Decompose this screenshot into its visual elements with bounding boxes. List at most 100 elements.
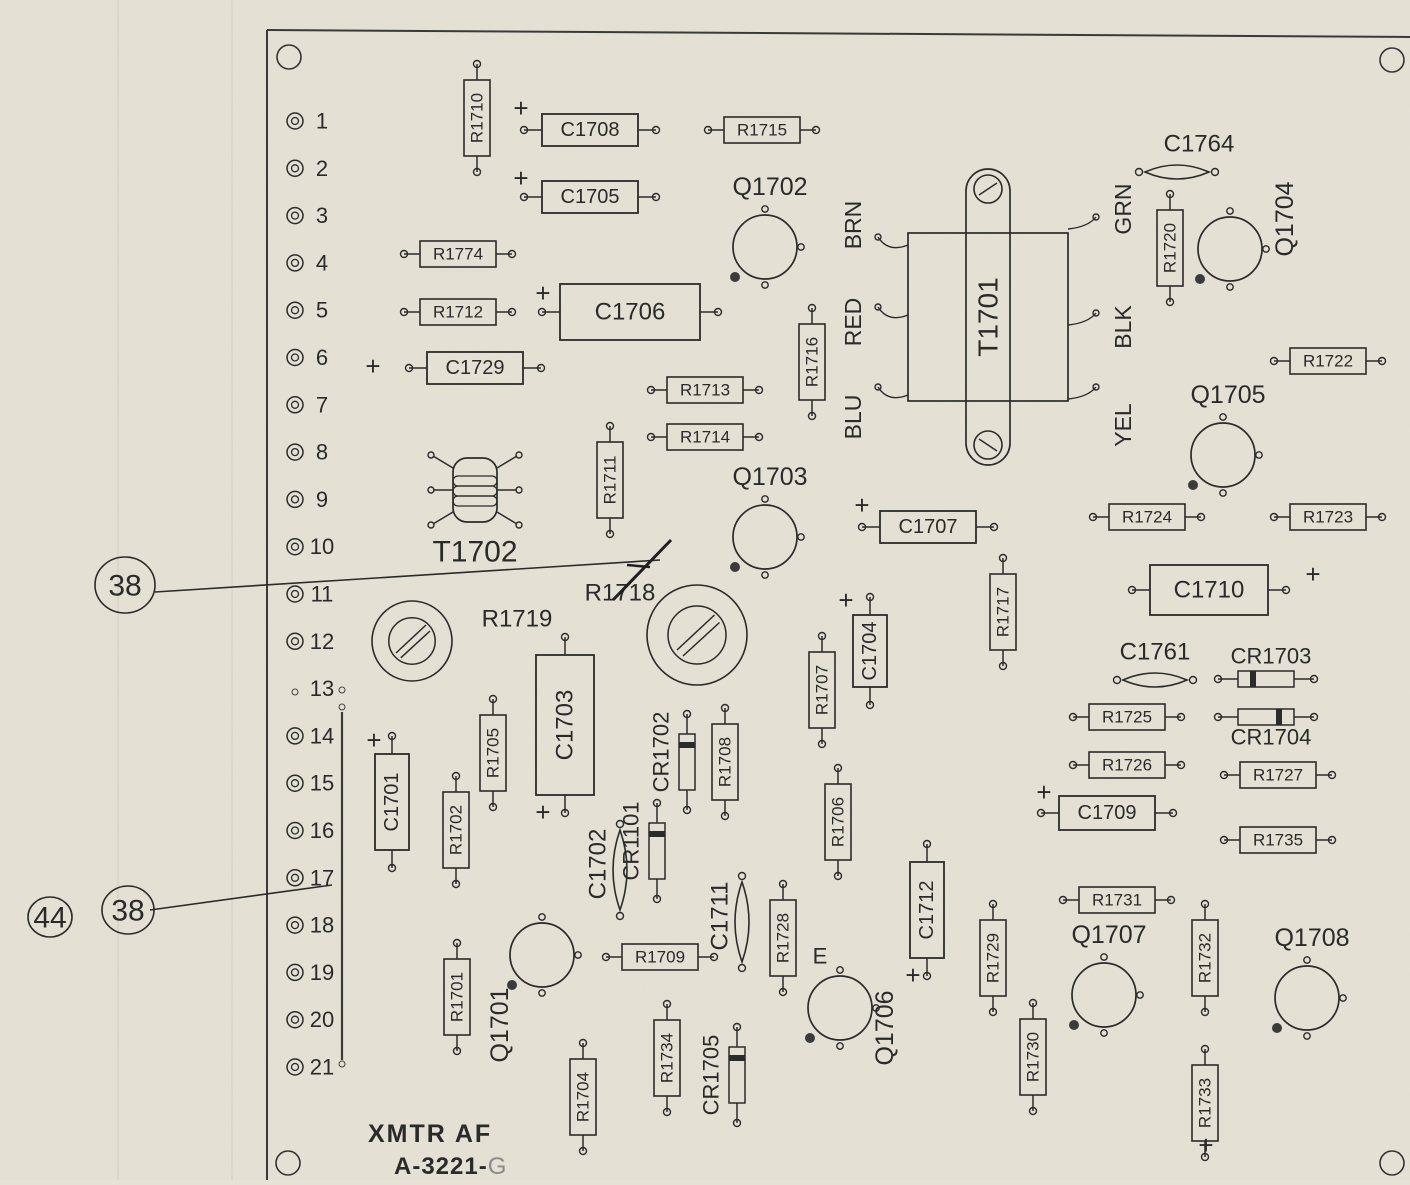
solder-pad	[651, 192, 661, 202]
capacitor-C1710-label: C1710	[1174, 577, 1245, 604]
resistor-R1724-body	[1108, 503, 1186, 531]
resistor-R1705-label: R1705	[484, 728, 503, 778]
solder-pad	[427, 451, 435, 459]
pot-knob	[388, 617, 436, 665]
resistor-R1713-label: R1713	[680, 381, 730, 400]
solder-pad	[652, 798, 662, 808]
resistor-R1717: R1717	[989, 553, 1017, 671]
solder-pad	[817, 739, 827, 749]
solder-pad	[515, 521, 523, 529]
capacitor-C1708: C1708	[519, 113, 661, 147]
solder-pad	[451, 879, 461, 889]
mounting-hole	[276, 44, 302, 70]
transistor-body	[1071, 962, 1137, 1028]
terminal-pad-inner	[290, 1062, 300, 1072]
terminal-20: 20	[286, 1007, 334, 1032]
transistor-body	[1190, 422, 1256, 488]
resistor-R1726: R1726	[1068, 751, 1186, 779]
transistor-label: Q1704	[1271, 181, 1299, 256]
terminal-8: 8	[286, 440, 328, 465]
screw-head	[973, 430, 1003, 460]
terminal-number: 13	[310, 676, 334, 701]
pad	[291, 688, 299, 696]
resistor-R1710-body	[463, 79, 491, 157]
terminal-number: 10	[310, 534, 334, 559]
solder-pad	[605, 529, 615, 539]
solder-pad	[811, 125, 821, 135]
solder-pad	[536, 363, 546, 373]
resistor-R1725-body	[1088, 703, 1166, 731]
callout-number: 38	[111, 895, 144, 928]
solder-pad	[399, 249, 409, 259]
diode-CR1704: CR1704	[1213, 708, 1319, 750]
cathode-band	[679, 742, 695, 748]
bus-pad	[338, 703, 346, 711]
terminal-pad-outer	[286, 1010, 304, 1029]
transformer-label: T1702	[432, 536, 517, 569]
wire-label-RED: RED	[840, 298, 866, 347]
terminal-pad-inner	[290, 258, 300, 268]
tab-marker	[1195, 274, 1205, 284]
resistor-R1717-label: R1717	[994, 587, 1013, 637]
tab-marker	[730, 272, 740, 282]
solder-pad	[989, 522, 999, 532]
solder-pad	[874, 383, 882, 391]
resistor-R1715-label: R1715	[737, 121, 787, 140]
solder-pad	[1339, 994, 1347, 1002]
diode-body	[728, 1046, 746, 1104]
resistor-R1734-body	[653, 1019, 681, 1097]
diode-label: CR1704	[1231, 725, 1312, 750]
solder-pad	[1176, 760, 1186, 770]
lead	[496, 455, 518, 469]
terminal-number: 5	[316, 298, 328, 323]
solder-pad	[1200, 1152, 1210, 1162]
transformer-label: T1701	[973, 277, 1004, 356]
tab-marker	[730, 562, 740, 572]
terminal-pad-outer	[286, 869, 304, 887]
solder-pad	[682, 805, 692, 815]
tab-marker	[1272, 1023, 1282, 1033]
diode-body	[648, 822, 666, 880]
solder-pad	[988, 899, 998, 909]
terminal-number: 4	[316, 250, 328, 275]
solder-pad	[451, 771, 461, 781]
resistor-R1708-body	[711, 723, 739, 801]
solder-pad	[560, 632, 570, 642]
solder-pad	[797, 533, 805, 541]
resistor-R1701-body	[443, 958, 471, 1036]
resistor-R1774-body	[419, 240, 497, 268]
terminal-number: 8	[316, 440, 328, 465]
terminal-number: 16	[310, 818, 334, 843]
terminal-pad-outer	[286, 916, 304, 934]
solder-pad	[797, 243, 805, 251]
terminal-pad-inner	[290, 306, 300, 315]
solder-pad	[515, 451, 523, 459]
terminal-21: 21	[286, 1055, 334, 1080]
tab-marker	[507, 980, 517, 990]
terminal-pad-inner	[290, 637, 300, 646]
lead	[978, 182, 998, 196]
terminal-pad-inner	[290, 164, 300, 173]
solder-pad	[922, 971, 932, 981]
transistor-label: Q1706	[871, 990, 899, 1065]
resistor-R1711: R1711	[596, 421, 624, 539]
solder-pad	[817, 631, 827, 641]
transistor-Q1707: Q1707	[1069, 921, 1147, 1037]
solder-pad	[507, 249, 517, 259]
resistor-R1708-label: R1708	[716, 737, 735, 787]
callout-balloon	[27, 896, 73, 938]
solder-pad	[1092, 309, 1100, 317]
solder-pad	[1200, 1044, 1210, 1054]
resistor-R1731-body	[1078, 886, 1156, 914]
potentiometer-R1719: R1719	[371, 600, 552, 682]
resistor-R1708: R1708	[711, 703, 739, 821]
terminal-pad-outer	[286, 348, 304, 367]
resistor-R1732-label: R1732	[1196, 933, 1215, 983]
resistor-R1722-body	[1289, 347, 1367, 375]
solder-pad	[404, 363, 414, 373]
solder-pad	[1200, 1007, 1210, 1017]
solder-pad	[1269, 356, 1279, 366]
solder-pad	[807, 411, 817, 421]
